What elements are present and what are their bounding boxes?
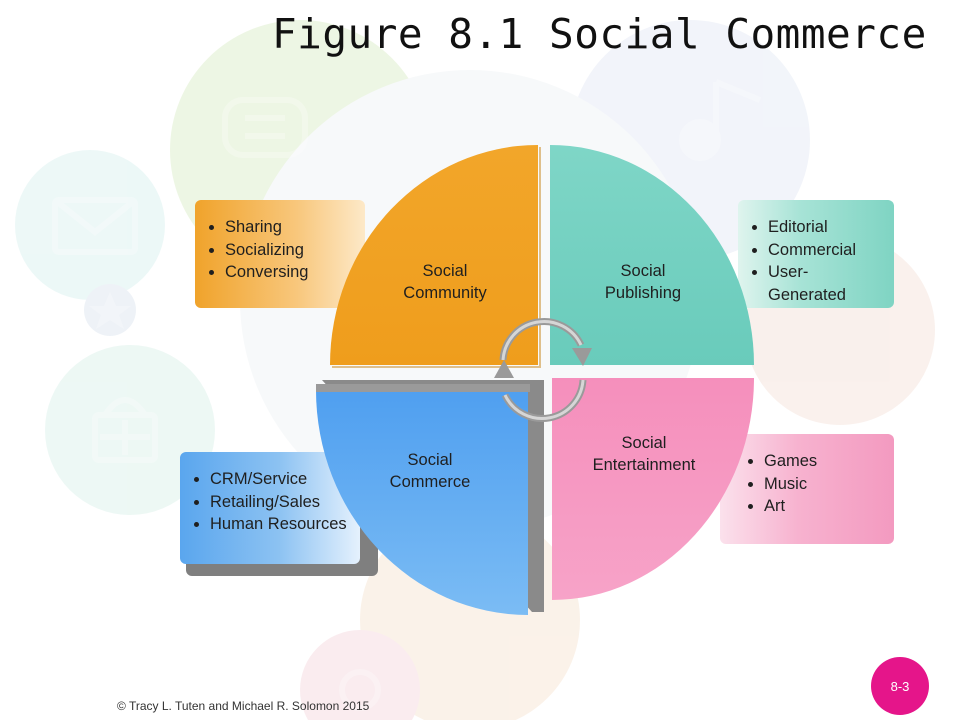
- commerce-examples-box: CRM/Service Retailing/Sales Human Resour…: [180, 452, 360, 564]
- bg-circle: [15, 150, 165, 300]
- list-item: Art: [764, 495, 882, 518]
- settings-icon: [339, 669, 381, 711]
- page-title: Figure 8.1 Social Commerce: [272, 10, 927, 58]
- list-item: CRM/Service: [210, 468, 348, 491]
- label-line: Social: [422, 262, 468, 280]
- community-examples-list: Sharing Socializing Conversing: [207, 216, 353, 284]
- list-item: Commercial: [768, 239, 882, 262]
- quadrant-label-publishing: Social Publishing: [593, 260, 693, 304]
- publishing-examples-list: Editorial Commercial User-Generated: [750, 216, 882, 306]
- publishing-examples-box: Editorial Commercial User-Generated: [738, 200, 894, 308]
- quadrant-label-entertainment: Social Entertainment: [584, 432, 704, 476]
- quadrant-label-community: Social Community: [395, 260, 495, 304]
- list-item: Human Resources: [210, 513, 348, 536]
- arrow-head-icon: [572, 348, 592, 366]
- bg-circle: [84, 284, 136, 336]
- page-number-badge: 8-3: [871, 657, 929, 715]
- label-line: Social: [407, 451, 453, 469]
- quadrant-commerce: [316, 390, 528, 615]
- commerce-examples-list: CRM/Service Retailing/Sales Human Resour…: [192, 468, 348, 536]
- quadrant-label-commerce: Social Commerce: [380, 449, 480, 493]
- label-line: Commerce: [389, 473, 471, 491]
- music-note-icon: [679, 79, 762, 161]
- entertainment-examples-box: Games Music Art: [720, 434, 894, 544]
- label-line: Entertainment: [592, 456, 696, 474]
- bg-circle: [300, 630, 420, 720]
- quadrant-community: [330, 145, 538, 365]
- quadrant-publishing: [550, 145, 754, 365]
- chat-bubble-icon: [222, 97, 308, 158]
- copyright-credit: © Tracy L. Tuten and Michael R. Solomon …: [117, 699, 370, 713]
- list-item: Games: [764, 450, 882, 473]
- envelope-icon: [52, 197, 138, 255]
- list-item: Socializing: [225, 239, 353, 262]
- list-item: Conversing: [225, 261, 353, 284]
- star-icon: [89, 292, 131, 329]
- bg-circle: [45, 345, 215, 515]
- list-item: Editorial: [768, 216, 882, 239]
- arrow-head-icon: [494, 360, 514, 378]
- shopping-basket-icon: [92, 397, 158, 463]
- quadrant-entertainment: [552, 378, 754, 600]
- label-line: Social: [621, 434, 667, 452]
- list-item: Sharing: [225, 216, 353, 239]
- cycle-arrows-icon: [499, 318, 587, 422]
- list-item: User-Generated: [768, 261, 882, 306]
- label-line: Social: [620, 262, 666, 280]
- community-examples-box: Sharing Socializing Conversing: [195, 200, 365, 308]
- page-number: 8-3: [890, 679, 910, 694]
- list-item: Retailing/Sales: [210, 491, 348, 514]
- label-line: Publishing: [604, 284, 682, 302]
- label-line: Community: [403, 284, 487, 302]
- list-item: Music: [764, 473, 882, 496]
- entertainment-examples-list: Games Music Art: [746, 450, 882, 518]
